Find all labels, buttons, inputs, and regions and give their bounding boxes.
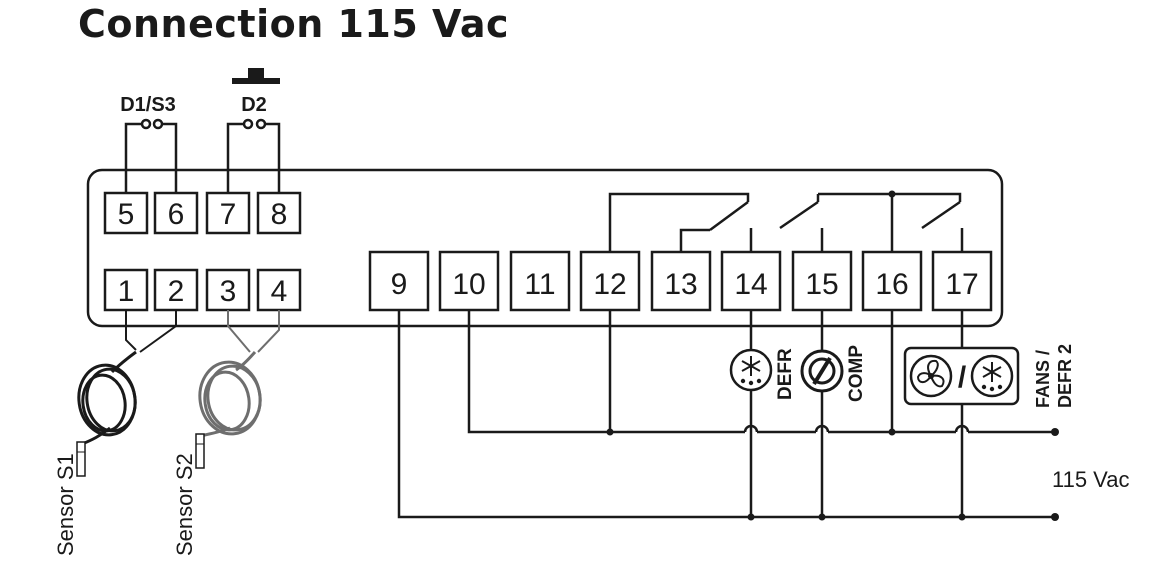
controller-housing: [86, 168, 1004, 328]
terminal-label: 8: [271, 198, 288, 231]
terminal-15: 15: [791, 250, 853, 312]
sensor-s1: Sensor S1: [53, 310, 177, 556]
load-wiring: [397, 310, 1059, 521]
terminal-label: 16: [875, 268, 908, 301]
sensor-s1-coil: [77, 350, 137, 446]
terminal-label: 13: [664, 268, 697, 301]
terminal-2: 2: [153, 268, 199, 312]
terminal-12: 12: [579, 250, 641, 312]
supply-terminal-neutral: [1051, 513, 1059, 521]
compressor-load: COMP: [800, 345, 867, 402]
sensor-s2-coil: [198, 351, 262, 438]
terminal-6: 6: [153, 191, 199, 235]
d2-label: D2: [241, 94, 267, 116]
terminal-label: 15: [805, 268, 838, 301]
sensor-s2: Sensor S2: [172, 310, 280, 556]
terminal-label: 11: [524, 268, 555, 301]
terminal-3: 3: [205, 268, 251, 312]
digital-input-d1s3: D1/S3: [120, 94, 178, 193]
supply-label: 115 Vac: [1052, 467, 1129, 492]
defr-label: DEFR: [775, 348, 796, 400]
push-button-icon: [232, 68, 280, 84]
terminal-4: 4: [256, 268, 302, 312]
sensor-probe-icon: [195, 433, 205, 469]
diagram-title: Connection 115 Vac: [78, 2, 510, 46]
fans-divider: /: [958, 361, 967, 394]
terminal-16: 16: [861, 250, 923, 312]
terminal-label: 10: [452, 268, 485, 301]
terminal-label: 1: [118, 275, 135, 308]
terminal-14: 14: [720, 250, 782, 312]
compressor-icon: [800, 349, 844, 393]
terminal-label: 4: [271, 275, 288, 308]
sensor-probe-icon: [76, 441, 86, 477]
terminal-9: 9: [368, 250, 430, 312]
terminal-label: 17: [945, 268, 978, 301]
sensor-s1-label: Sensor S1: [53, 453, 78, 556]
terminal-13: 13: [650, 250, 712, 312]
defrost-load: DEFR: [729, 348, 796, 400]
terminal-17: 17: [931, 250, 993, 312]
terminal-7: 7: [205, 191, 251, 235]
terminal-label: 6: [168, 198, 185, 231]
terminal-label: 2: [168, 275, 185, 308]
fans-defr2-load: / FANS / DEFR 2: [903, 344, 1075, 408]
terminal-1: 1: [103, 268, 149, 312]
comp-label: COMP: [846, 345, 867, 402]
supply-terminal-line: [1051, 428, 1059, 436]
fans-label-line2: DEFR 2: [1055, 344, 1075, 408]
fan-icon: [909, 354, 953, 398]
terminal-label: 14: [734, 268, 767, 301]
terminal-8: 8: [256, 191, 302, 235]
terminal-label: 12: [593, 268, 626, 301]
terminal-label: 5: [118, 198, 135, 231]
sensor-s2-label: Sensor S2: [172, 453, 197, 556]
fans-label-line1: FANS /: [1033, 350, 1053, 408]
terminal-label: 7: [220, 198, 237, 231]
relay-contacts: [608, 190, 964, 252]
digital-input-d2: D2: [226, 68, 281, 193]
terminal-label: 3: [220, 275, 237, 308]
terminal-11: 11: [509, 250, 571, 312]
terminal-10: 10: [438, 250, 500, 312]
terminal-label: 9: [391, 268, 408, 301]
terminal-5: 5: [103, 191, 149, 235]
d1s3-label: D1/S3: [120, 94, 176, 116]
defrost-icon: [729, 348, 773, 392]
defrost-icon: [970, 354, 1014, 398]
